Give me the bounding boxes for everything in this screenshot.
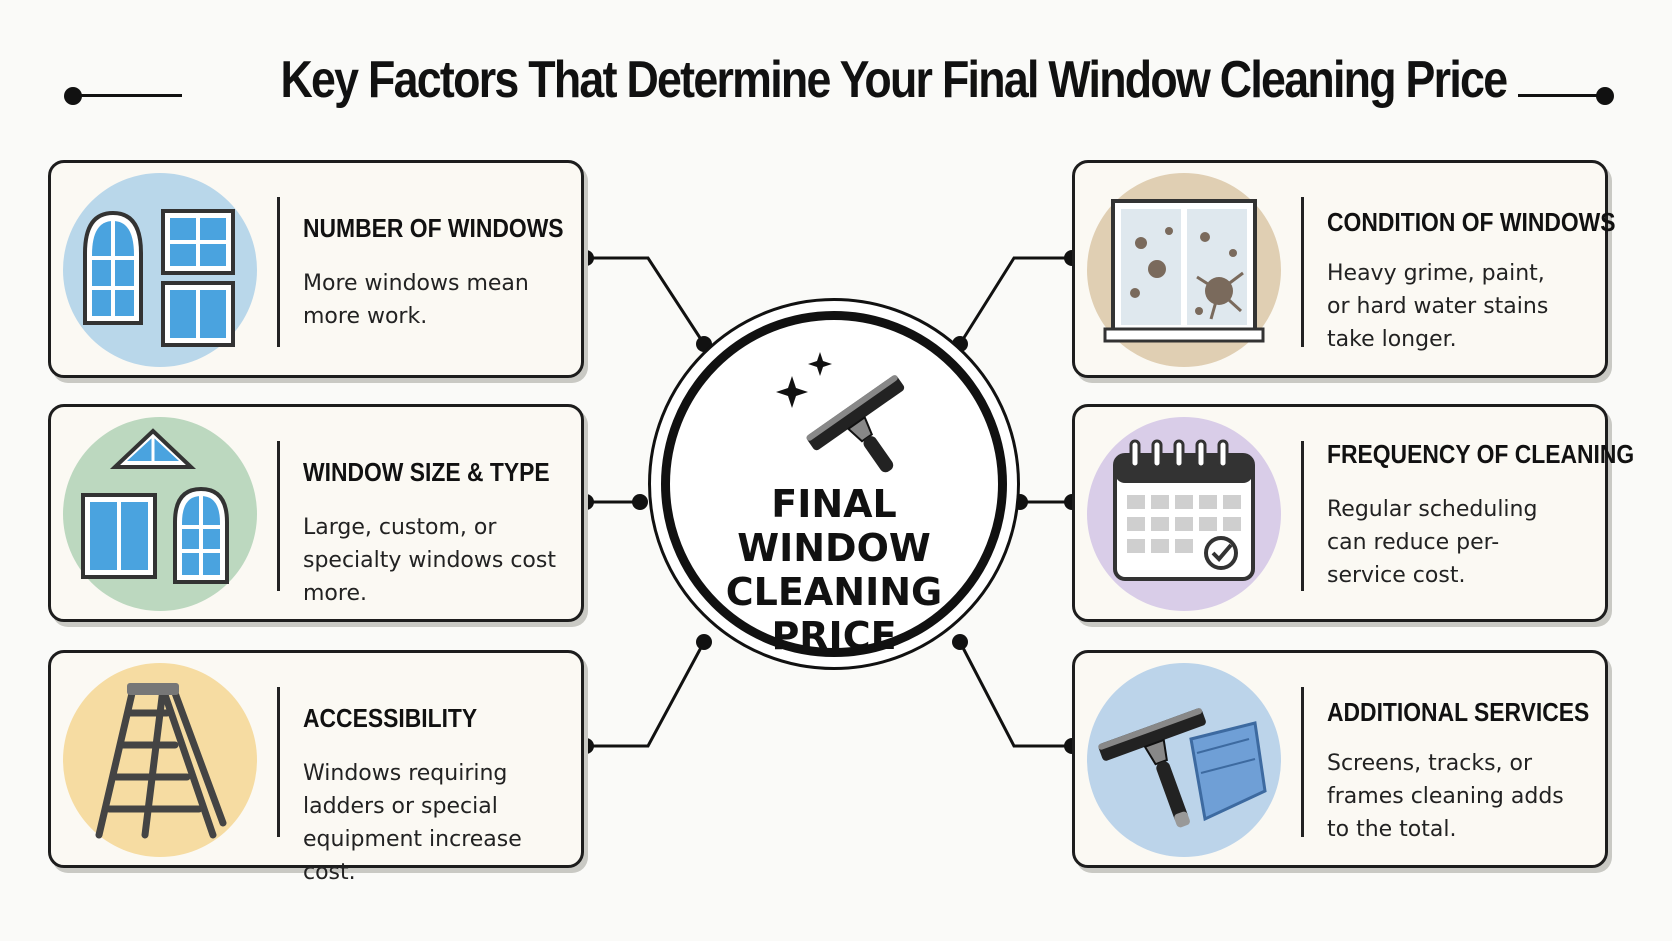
factor-icon-circle (1087, 173, 1281, 367)
factor-card-condition-of-windows: CONDITION OF WINDOWS Heavy grime, paint,… (1072, 160, 1616, 378)
factor-description: Heavy grime, paint, or hard water stains… (1327, 261, 1549, 352)
factor-card-number-of-windows: NUMBER OF WINDOWS More windows mean more… (48, 160, 584, 378)
title-row: Key Factors That Determine Your Final Wi… (0, 38, 1672, 128)
factor-title: WINDOW SIZE & TYPE (303, 457, 550, 487)
factor-title: ADDITIONAL SERVICES (1327, 697, 1590, 727)
center-hub-ring: FINAL WINDOW CLEANING PRICE (661, 311, 1007, 658)
factor-icon-circle (63, 173, 257, 367)
title-right-dot (1596, 87, 1614, 105)
card-divider (1301, 441, 1304, 591)
title-right-rule (1518, 94, 1604, 97)
ladder-icon (95, 683, 227, 839)
card-divider (1301, 687, 1304, 837)
factor-icon-circle (63, 663, 257, 857)
card-divider (277, 687, 280, 837)
factor-icon-circle (63, 417, 257, 611)
center-label-line: PRICE (771, 614, 897, 658)
factor-card-accessibility: ACCESSIBILITY Windows requiring ladders … (48, 650, 584, 885)
center-hub: FINAL WINDOW CLEANING PRICE (648, 298, 1020, 670)
center-label-line: FINAL (771, 482, 897, 526)
factor-card-additional-services: ADDITIONAL SERVICES Screens, tracks, or … (1072, 650, 1608, 868)
window-types-icon (81, 428, 229, 584)
factor-description: More windows mean more work. (303, 271, 529, 329)
factor-title: NUMBER OF WINDOWS (303, 213, 564, 243)
dirty-window-icon (1103, 199, 1265, 343)
card-divider (277, 197, 280, 347)
page-title: Key Factors That Determine Your Final Wi… (280, 51, 1508, 109)
factor-title: CONDITION OF WINDOWS (1327, 207, 1616, 237)
squeegee-sparkle-icon (776, 352, 905, 473)
card-divider (277, 441, 280, 591)
center-label: FINAL WINDOW CLEANING PRICE (670, 482, 998, 658)
calendar-check-icon (1113, 439, 1255, 581)
factor-icon-circle (1087, 663, 1281, 857)
factor-title: ACCESSIBILITY (303, 703, 478, 733)
factor-title: FREQUENCY OF CLEANING (1327, 439, 1635, 469)
factor-description: Screens, tracks, or frames cleaning adds… (1327, 751, 1564, 842)
multiple-windows-icon (83, 209, 235, 347)
factor-card-window-size-type: WINDOW SIZE & TYPE Large, custom, or spe… (48, 404, 584, 622)
factor-description: Large, custom, or specialty windows cost… (303, 515, 556, 606)
factor-description: Regular scheduling can reduce per-servic… (1327, 497, 1538, 588)
center-label-line: CLEANING (725, 570, 943, 614)
center-label-line: WINDOW (737, 526, 931, 570)
factor-card-frequency-of-cleaning: FREQUENCY OF CLEANING Regular scheduling… (1072, 404, 1635, 622)
title-left-rule (72, 94, 182, 97)
card-divider (1301, 197, 1304, 347)
squeegee-cloth-icon (1098, 708, 1267, 828)
factor-description: Windows requiring ladders or special equ… (303, 761, 522, 885)
factor-icon-circle (1087, 417, 1281, 611)
